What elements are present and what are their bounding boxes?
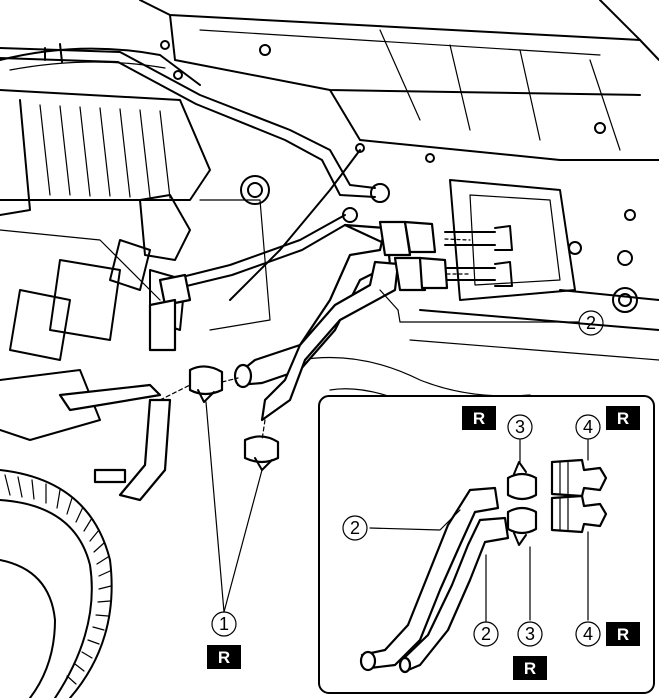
engine-bay-structure	[139, 0, 659, 401]
loose-hose-clamps	[159, 365, 280, 471]
flywheel	[0, 469, 113, 698]
r-badge-inset-topright: R	[606, 406, 640, 430]
svg-text:2: 2	[481, 624, 491, 644]
callout-3-upper: 3	[507, 414, 533, 440]
r-badge-inset-bottom: R	[513, 656, 547, 680]
callout-1: 1	[211, 611, 237, 637]
engine-block	[0, 47, 211, 441]
svg-text:3: 3	[515, 417, 525, 437]
inset-clamp-upper	[506, 472, 538, 501]
inset-hose-upper	[360, 486, 500, 670]
svg-text:4: 4	[583, 417, 593, 437]
inset-clamp-lower	[506, 506, 538, 535]
svg-text:2: 2	[586, 313, 596, 333]
r-badge-inset-topleft: R	[462, 406, 496, 430]
inset-hose-lower	[400, 516, 510, 672]
callout-4-upper: 4	[575, 414, 601, 440]
callout-4-lower: 4	[575, 621, 601, 647]
callout-2-inset-lower: 2	[473, 621, 499, 647]
callout-1-label: 1	[219, 614, 229, 634]
svg-text:4: 4	[583, 624, 593, 644]
callout-2-top: 2	[578, 310, 604, 336]
heater-pipes	[0, 43, 390, 291]
svg-text:R: R	[617, 625, 629, 644]
leader-lines	[205, 289, 579, 613]
inset-fitting-upper	[550, 458, 608, 498]
r-badge-inset-right: R	[606, 622, 640, 646]
r-badge-bottom-left: R	[207, 645, 241, 669]
lower-coolant-hoses	[58, 273, 192, 502]
inset-detail-box: 2 2 3 3 4 4 R R	[318, 395, 655, 694]
svg-text:3: 3	[525, 624, 535, 644]
callout-3-lower: 3	[517, 621, 543, 647]
inset-fitting-lower	[550, 494, 608, 534]
svg-text:R: R	[473, 409, 485, 428]
svg-text:R: R	[218, 648, 230, 667]
callout-2-inset-upper: 2	[342, 515, 368, 541]
svg-text:R: R	[617, 409, 629, 428]
svg-text:R: R	[524, 659, 536, 678]
svg-text:2: 2	[350, 518, 360, 538]
heater-hose-installed	[233, 220, 513, 422]
